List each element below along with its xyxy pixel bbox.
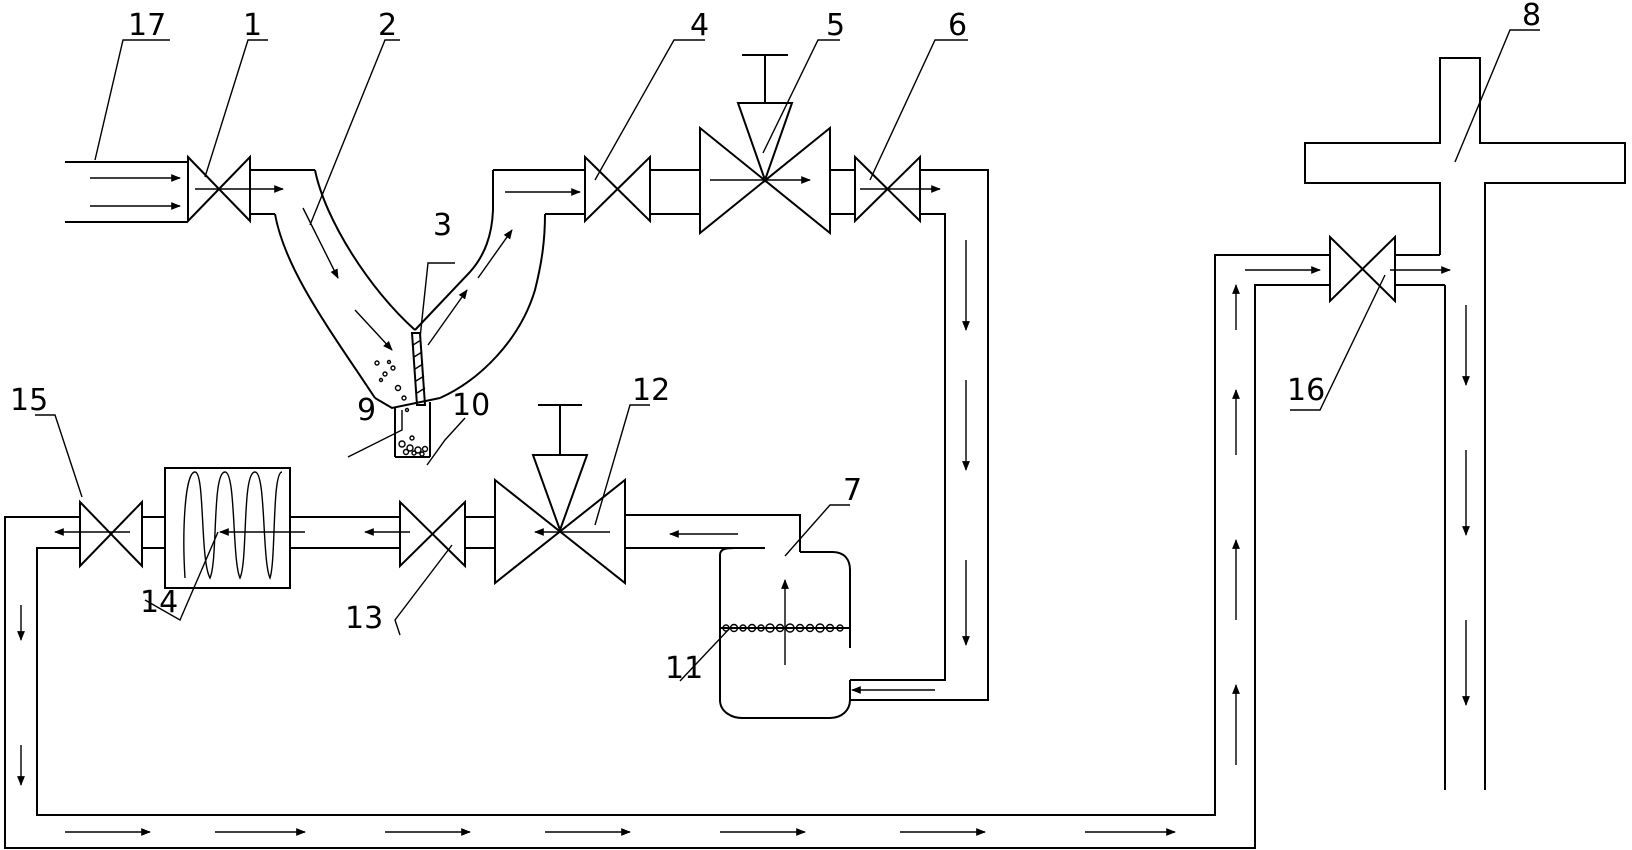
- label-11: 11: [665, 651, 703, 686]
- inlet-pipe: [65, 161, 187, 223]
- leader-lines: [35, 29, 1540, 682]
- label-6: 6: [948, 8, 967, 43]
- label-8: 8: [1522, 0, 1541, 33]
- label-10: 10: [452, 388, 490, 423]
- valve-15: [54, 499, 143, 569]
- valve-16: [1329, 234, 1451, 304]
- valve-4: [584, 154, 700, 224]
- return-pipe-to-tank: [850, 169, 989, 701]
- label-2: 2: [378, 8, 397, 43]
- label-7: 7: [843, 473, 862, 508]
- valve-1: [187, 154, 315, 224]
- label-13: 13: [345, 601, 383, 636]
- valve-13: [290, 499, 466, 569]
- u-channel: [274, 169, 585, 399]
- valve-6: [854, 154, 941, 224]
- valve-5: [699, 54, 855, 236]
- number-labels: 17 1 2 3 4 5 6 8 9 10 12 7 11 14 13 15 1…: [10, 0, 1541, 686]
- label-17: 17: [128, 8, 166, 43]
- bottom-loop-pipe: [4, 254, 1330, 849]
- label-3: 3: [433, 208, 452, 243]
- filter-screen: [410, 332, 427, 406]
- tank-outlet-pipe: [625, 514, 801, 552]
- label-9: 9: [357, 393, 376, 428]
- label-5: 5: [826, 8, 845, 43]
- collection-box: [374, 359, 441, 458]
- tank-7: [718, 547, 851, 719]
- filter-media-11: [722, 623, 844, 633]
- well-structure-8: [1304, 57, 1626, 790]
- label-15: 15: [10, 383, 48, 418]
- label-16: 16: [1287, 373, 1325, 408]
- label-12: 12: [632, 373, 670, 408]
- label-14: 14: [140, 585, 178, 620]
- label-4: 4: [690, 8, 709, 43]
- heat-exchanger-14: [142, 467, 305, 589]
- valve-12: [465, 404, 626, 586]
- label-1: 1: [243, 8, 262, 43]
